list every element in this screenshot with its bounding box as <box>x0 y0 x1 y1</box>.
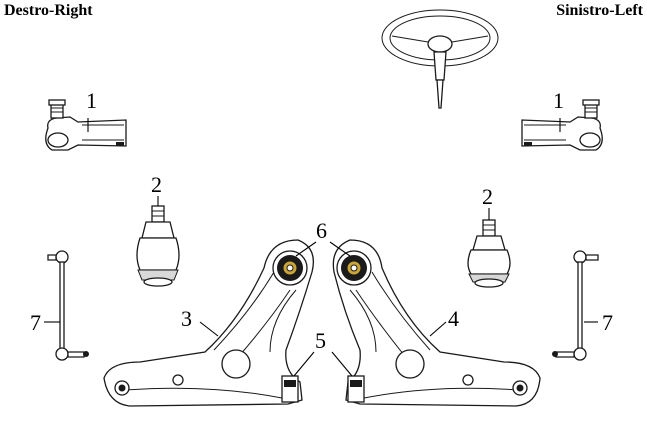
ball-joint-left <box>467 219 511 288</box>
stabilizer-link-left <box>552 250 599 361</box>
callout-1-right: 1 <box>86 88 97 113</box>
callout-2-right: 2 <box>151 172 162 197</box>
steering-wheel-icon <box>381 9 499 109</box>
callout-1-left: 1 <box>553 88 564 113</box>
tie-rod-end-left <box>521 99 603 151</box>
callout-6: 6 <box>316 218 327 243</box>
left-side-label: Sinistro-Left <box>556 2 643 19</box>
callout-7-left: 7 <box>602 310 613 335</box>
ball-joint-right <box>136 205 180 287</box>
tie-rod-end-right <box>45 99 127 151</box>
callout-3: 3 <box>181 306 192 331</box>
callout-4: 4 <box>448 306 459 331</box>
right-side-label: Destro-Right <box>4 2 93 19</box>
control-arm-right <box>103 239 315 407</box>
stabilizer-link-right <box>47 250 89 361</box>
callout-2-left: 2 <box>482 184 493 209</box>
callout-7-right: 7 <box>30 310 41 335</box>
callout-5: 5 <box>315 328 326 353</box>
control-arm-left <box>332 239 541 407</box>
